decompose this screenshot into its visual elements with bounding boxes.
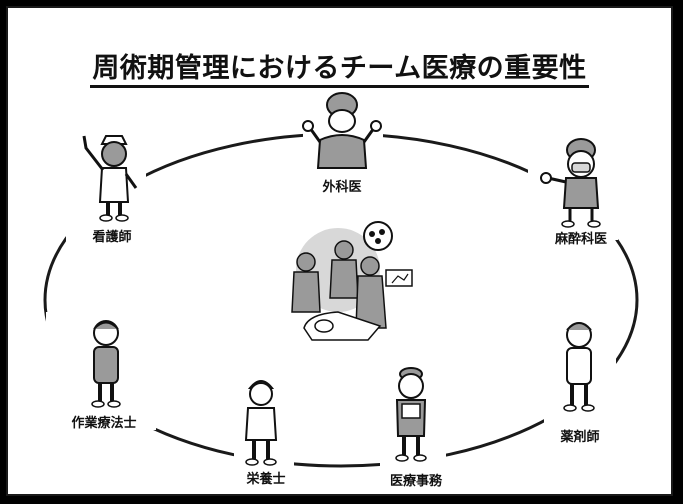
- occupational-therapist-figure: [91, 320, 121, 408]
- role-label-medical-clerk: 医療事務: [389, 474, 443, 489]
- anesthesiologist-figure: [540, 138, 601, 228]
- medical-clerk-figure: [395, 367, 427, 462]
- role-label-occupational-therapist: 作業療法士: [71, 416, 137, 431]
- role-label-dietitian: 栄養士: [246, 472, 286, 487]
- pharmacist-figure: [563, 322, 595, 412]
- team-ring-diagram: [43, 90, 639, 486]
- operating-room-scene: [291, 221, 413, 341]
- dietitian-figure: [244, 380, 278, 466]
- role-label-pharmacist: 薬剤師: [560, 430, 600, 445]
- role-label-anesthesiologist: 麻酔科医: [554, 232, 608, 247]
- nurse-figure: [82, 135, 138, 222]
- slide: 周術期管理におけるチーム医療の重要性: [6, 6, 673, 496]
- role-label-nurse: 看護師: [92, 230, 132, 245]
- role-label-surgeon: 外科医: [322, 180, 362, 195]
- slide-title: 周術期管理におけるチーム医療の重要性: [8, 46, 671, 88]
- surgeon-figure: [302, 92, 382, 169]
